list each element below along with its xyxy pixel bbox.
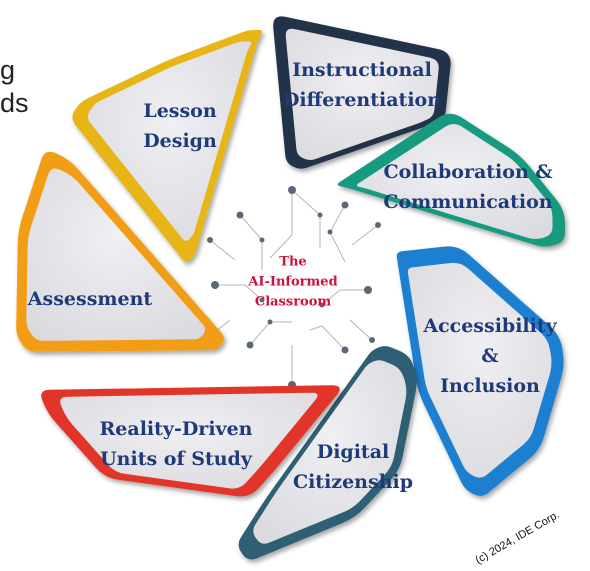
segment-label-line: Assessment	[27, 288, 153, 310]
segment-label-line: &	[481, 345, 498, 367]
segment-accessibility-inclusion: Accessibility & Inclusion	[396, 246, 564, 496]
background-text-fragment-1: g	[0, 55, 16, 85]
segment-label-line: Units of Study	[100, 448, 253, 470]
segment-panel	[253, 360, 407, 544]
segment-label-line: Collaboration &	[383, 161, 552, 183]
center-label-line: The	[279, 255, 306, 270]
segment-label-line: Design	[143, 130, 217, 152]
segment-panel	[88, 41, 252, 241]
segment-label-line: Digital	[317, 441, 390, 463]
center-label-line: Classroom	[255, 295, 332, 310]
center-circuit-graphic	[202, 186, 381, 389]
copyright-text: (c) 2024, IDE Corp.	[474, 509, 562, 567]
segment-label-line: Differentiation	[283, 89, 441, 111]
segment-label-line: Inclusion	[440, 375, 540, 397]
center-label-line: AI-Informed	[247, 275, 337, 290]
segment-collaboration-communication: Collaboration & Communication	[337, 113, 565, 247]
segment-label-line: Reality-Driven	[100, 418, 253, 440]
segment-label-line: Communication	[383, 191, 552, 213]
segment-panel	[285, 28, 439, 161]
segment-label-line: Citizenship	[293, 471, 413, 493]
segment-assessment: Assessment	[16, 151, 225, 352]
segment-panel	[60, 392, 318, 489]
segment-label-line: Accessibility	[422, 315, 557, 337]
segment-label-line: Instructional	[292, 59, 432, 81]
segment-panel	[26, 168, 206, 341]
segment-panel	[356, 124, 553, 239]
background-text-fragment-2: ds	[0, 88, 29, 118]
segment-panel	[407, 262, 552, 478]
segment-label-line: Lesson	[143, 100, 217, 122]
segments-group: InstructionalDifferentiationCollaboratio…	[16, 16, 565, 560]
